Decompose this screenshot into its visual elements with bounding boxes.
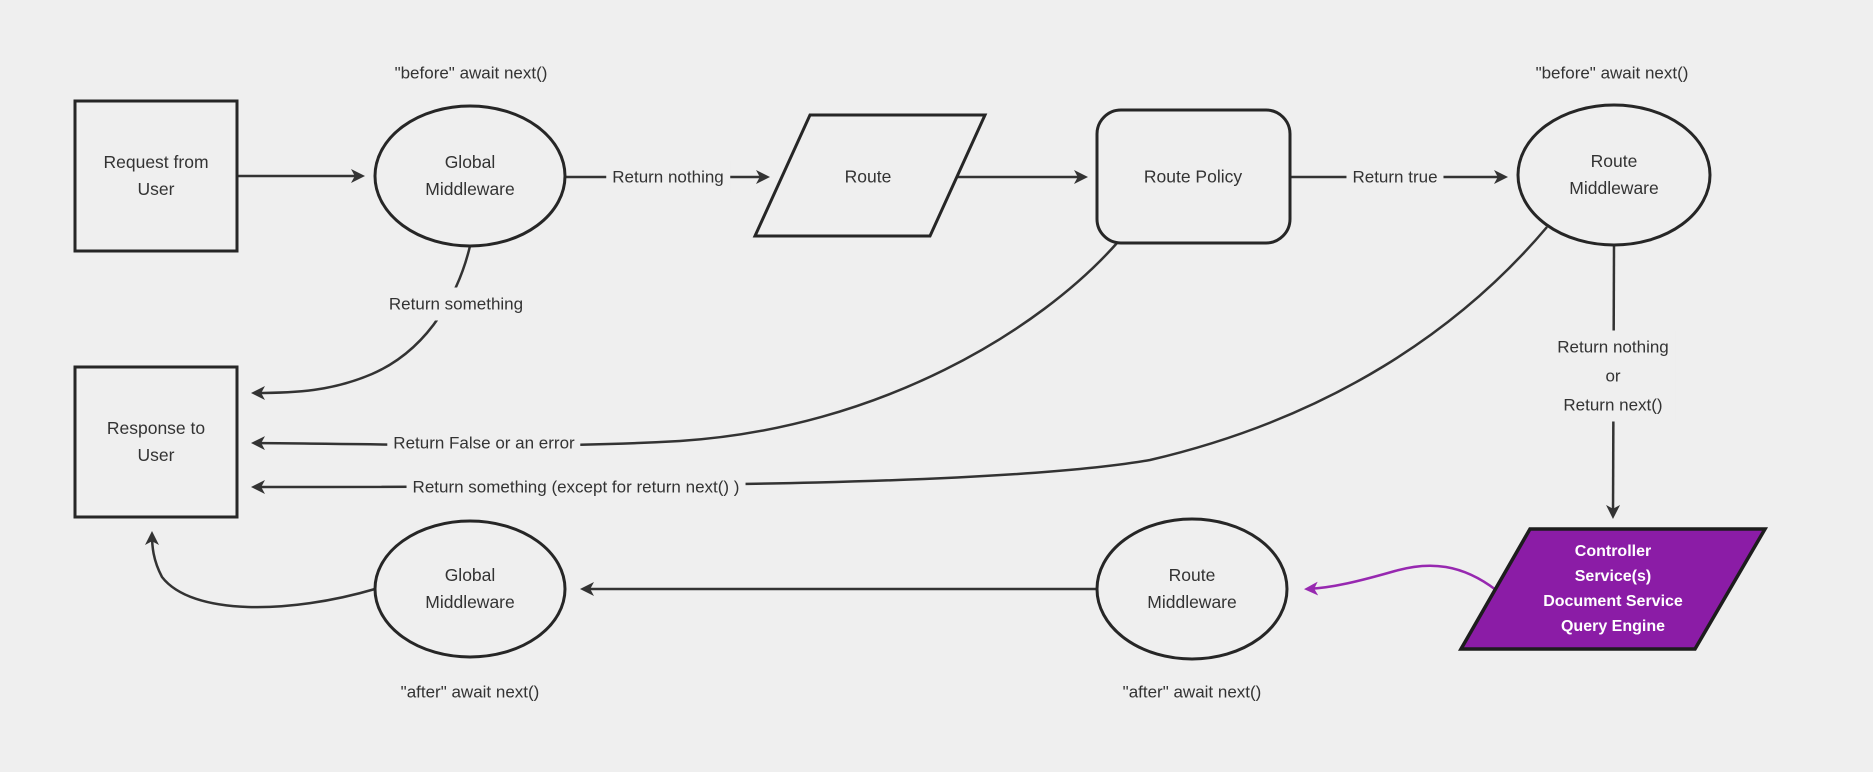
node-response-to-user-label: Response to User <box>106 418 206 465</box>
node-global-middleware-bottom-label: Global Middleware <box>425 565 515 612</box>
edge-label-return-false-or-error: Return False or an error <box>387 426 581 460</box>
node-global-middleware-bottom-shape <box>373 519 567 659</box>
edge-controller-to-route-middleware-bottom <box>1304 564 1497 596</box>
edge-global-middleware-bottom-to-response <box>145 531 376 609</box>
node-route-label: Route <box>844 166 892 187</box>
edge-label-return-nothing: Return nothing <box>606 160 730 194</box>
node-request-from-user-shape <box>73 99 239 253</box>
edge-label-return-true: Return true <box>1346 160 1444 194</box>
node-global-middleware-top-shape <box>373 104 567 248</box>
node-controller-stack-label: Controller Service(s) Document Service Q… <box>1543 543 1683 635</box>
node-request-from-user-label: Request from User <box>103 152 209 199</box>
node-route-middleware-top-label: Route Middleware <box>1569 151 1659 198</box>
edge-label-before-await-next-global: "before" await next() <box>394 63 548 83</box>
edge-label-return-something: Return something <box>382 287 530 321</box>
edge-label-after-await-next-route: "after" await next() <box>1122 682 1262 702</box>
edge-label-after-await-next-global: "after" await next() <box>400 682 540 702</box>
node-controller-stack-shape <box>1457 527 1769 651</box>
node-route-policy-label: Route Policy <box>1143 166 1243 187</box>
node-route-middleware-bottom-shape <box>1095 517 1289 661</box>
edge-label-return-nothing-or-next: Return nothing or Return next() <box>1551 330 1675 422</box>
node-route-shape <box>752 113 988 238</box>
node-route-middleware-bottom-label: Route Middleware <box>1147 565 1237 612</box>
edge-label-return-something-except: Return something (except for return next… <box>406 470 746 504</box>
node-route-policy-shape <box>1095 108 1292 245</box>
edge-label-before-await-next-route: "before" await next() <box>1535 63 1689 83</box>
node-response-to-user-shape <box>73 365 239 519</box>
node-route-middleware-top-shape <box>1516 103 1712 247</box>
edge-global-middleware-to-response <box>251 245 472 400</box>
node-global-middleware-top-label: Global Middleware <box>425 152 515 199</box>
edge-route-policy-to-response <box>251 242 1118 451</box>
